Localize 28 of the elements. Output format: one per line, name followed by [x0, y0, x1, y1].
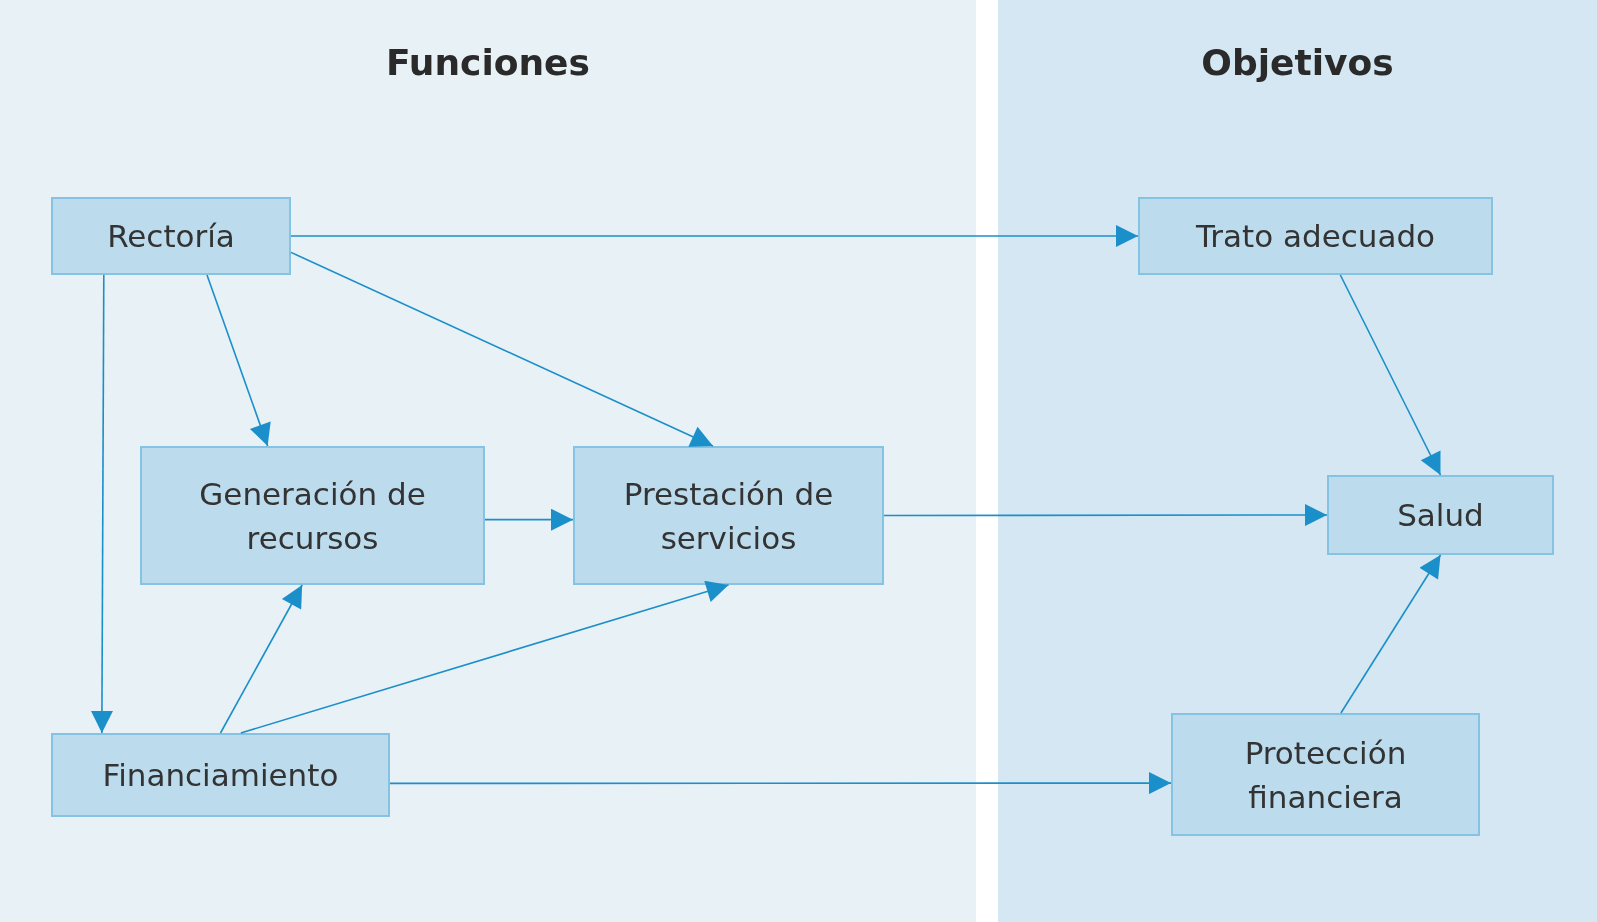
- box-label: Protección financiera: [1243, 733, 1408, 817]
- arrow: [389, 772, 1172, 795]
- arrow: [883, 504, 1328, 526]
- arrow: [290, 251, 714, 447]
- arrow: [90, 274, 113, 734]
- box-label: Rectoría: [107, 217, 235, 256]
- arrow: [240, 580, 730, 734]
- function-box: [1171, 713, 1480, 836]
- arrow: [290, 225, 1139, 247]
- panel-background: [998, 0, 1597, 922]
- panel-heading: Objetivos: [1200, 41, 1395, 85]
- function-box: [1327, 475, 1554, 555]
- box-label: Financiamiento: [102, 756, 339, 795]
- arrow: [1340, 554, 1442, 714]
- box-label: Prestación de servicios: [622, 474, 835, 558]
- panel-heading: Funciones: [385, 41, 591, 85]
- function-box: [51, 733, 390, 817]
- arrow: [206, 274, 271, 447]
- function-box: [1138, 197, 1493, 275]
- box-label: Trato adecuado: [1195, 217, 1436, 256]
- arrow: [1339, 274, 1442, 476]
- function-box: [573, 446, 884, 585]
- box-label: Salud: [1397, 496, 1484, 535]
- function-box: [51, 197, 291, 275]
- arrow: [219, 584, 303, 734]
- arrow: [484, 508, 574, 531]
- function-box: [140, 446, 485, 585]
- box-label: Generación de recursos: [198, 474, 427, 558]
